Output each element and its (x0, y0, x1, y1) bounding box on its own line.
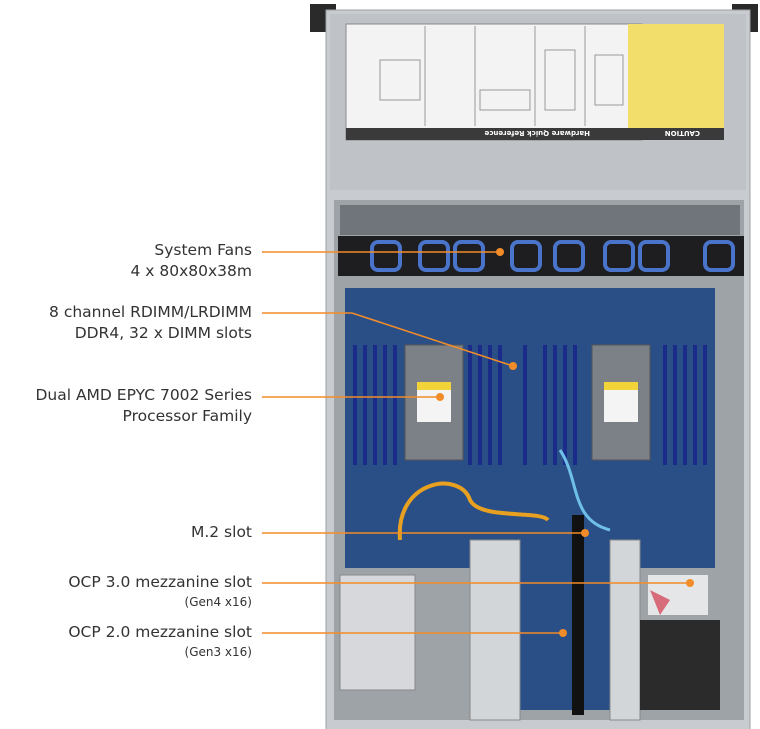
dimm-slots (353, 345, 707, 465)
callout-detail: Processor Family (122, 407, 252, 425)
callout-detail: DDR4, 32 x DIMM slots (74, 324, 252, 342)
cpu-sockets (404, 344, 651, 461)
callout-ocp2-slot: OCP 2.0 mezzanine slot (Gen3 x16) (68, 622, 252, 661)
callout-memory: 8 channel RDIMM/LRDIMM DDR4, 32 x DIMM s… (49, 302, 252, 344)
caution-text: CAUTION (665, 129, 700, 137)
system-fans (338, 236, 744, 276)
callout-title: M.2 slot (190, 523, 252, 541)
callout-lines (262, 251, 690, 634)
callout-processor: Dual AMD EPYC 7002 Series Processor Fami… (35, 385, 252, 427)
callout-line-dimm (262, 312, 514, 367)
callout-title: 8 channel RDIMM/LRDIMM (49, 303, 252, 321)
callout-dots (436, 248, 694, 637)
callout-title: OCP 3.0 mezzanine slot (68, 573, 252, 591)
callout-system-fans: System Fans 4 x 80x80x38m (130, 240, 252, 282)
callout-title: System Fans (154, 241, 252, 259)
callout-detail: (Gen4 x16) (184, 595, 252, 609)
callout-m2-slot: M.2 slot (191, 522, 252, 543)
callout-title: OCP 2.0 mezzanine slot (68, 623, 252, 641)
callout-detail: (Gen3 x16) (184, 645, 252, 659)
callout-detail: 4 x 80x80x38m (130, 262, 252, 280)
hardware-quick-reference-sticker: CAUTION Hardware Quick Reference (345, 23, 724, 141)
callout-title: Dual AMD EPYC 7002 Series (35, 386, 252, 404)
reference-text: Hardware Quick Reference (484, 129, 590, 137)
callout-ocp3-slot: OCP 3.0 mezzanine slot (Gen4 x16) (68, 572, 252, 611)
